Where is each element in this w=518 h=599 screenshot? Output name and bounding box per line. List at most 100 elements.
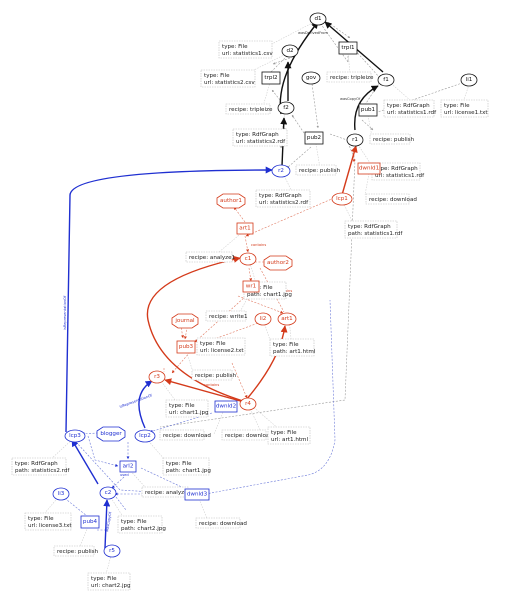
svg-text:li1: li1 xyxy=(466,77,473,83)
svg-text:dwnld3: dwnld3 xyxy=(187,492,208,498)
svg-text:url: statistics2.rdf: url: statistics2.rdf xyxy=(259,200,309,206)
solid-edges xyxy=(65,21,384,549)
node-author2: author2 xyxy=(263,255,293,271)
svg-text:type: RdfGraph: type: RdfGraph xyxy=(348,224,391,230)
svg-text:wr1: wr1 xyxy=(246,284,257,290)
svg-text:type: File: type: File xyxy=(28,516,54,522)
svg-text:author1: author1 xyxy=(220,198,242,204)
edge-label-wasDerivedFrom: wasDerivedFrom xyxy=(298,31,328,35)
note-arl2: recipe: analyze2 xyxy=(141,486,191,498)
black-nodes: d1 d2 trpl1 trpl2 gov f1 li1 f2 pub1 pub… xyxy=(261,12,478,147)
node-lcp3: lcp3 xyxy=(64,429,86,443)
node-wr1: wr1 xyxy=(242,280,260,293)
svg-text:type: File: type: File xyxy=(247,285,273,291)
dashed-red-edges xyxy=(163,148,356,399)
svg-text:url: chart1.jpg: url: chart1.jpg xyxy=(169,410,209,416)
svg-text:r2: r2 xyxy=(278,168,284,174)
svg-text:type: File: type: File xyxy=(271,430,297,436)
svg-text:author2: author2 xyxy=(267,260,289,266)
svg-text:type: RdfGraph: type: RdfGraph xyxy=(259,193,302,199)
svg-text:dwnld1: dwnld1 xyxy=(359,166,380,172)
svg-text:recipe: analyze1: recipe: analyze1 xyxy=(189,255,236,261)
svg-text:url: statistics2.rdf: url: statistics2.rdf xyxy=(236,139,286,145)
svg-text:f1: f1 xyxy=(383,77,389,83)
svg-text:li3: li3 xyxy=(58,491,65,497)
node-r3: r3 xyxy=(148,370,166,384)
svg-text:path: statistics2.rdf: path: statistics2.rdf xyxy=(15,468,70,474)
node-art1-recipe: art1 xyxy=(236,222,254,235)
edge-label-isRepresentationOf-lcp3: isRepresentationOf xyxy=(63,295,67,330)
node-r4: r4 xyxy=(239,397,257,411)
svg-text:pub1: pub1 xyxy=(361,107,376,113)
node-r2: r2 xyxy=(271,164,291,178)
svg-text:path: chart1.jpg: path: chart1.jpg xyxy=(166,468,211,474)
node-dwnld1: dwnld1 xyxy=(357,162,381,175)
svg-text:recipe: download: recipe: download xyxy=(225,433,273,439)
svg-text:c2: c2 xyxy=(105,490,112,496)
svg-text:url: chart2.jpg: url: chart2.jpg xyxy=(91,583,131,589)
svg-text:recipe: publish: recipe: publish xyxy=(57,549,99,555)
svg-text:d1: d1 xyxy=(314,16,322,22)
svg-text:url: statistics1.csv: url: statistics1.csv xyxy=(222,51,273,57)
svg-text:f2: f2 xyxy=(283,105,289,111)
edge-label-contains-3: contains xyxy=(204,383,219,387)
svg-text:dwnld2: dwnld2 xyxy=(216,404,236,410)
svg-text:recipe: tripleize: recipe: tripleize xyxy=(229,107,273,113)
node-pub1: pub1 xyxy=(358,103,378,117)
note-dwnld2b: recipe: download xyxy=(221,429,273,441)
note-dwnld3: recipe: download xyxy=(195,517,247,529)
svg-text:recipe: tripleize: recipe: tripleize xyxy=(330,75,374,81)
node-gov: gov xyxy=(301,71,321,85)
node-pub2: pub2 xyxy=(304,131,324,145)
svg-text:lcp3: lcp3 xyxy=(69,433,81,439)
note-pub3: recipe: publish xyxy=(191,369,237,381)
svg-text:path: chart1.jpg: path: chart1.jpg xyxy=(247,292,292,298)
svg-text:type: File: type: File xyxy=(169,403,195,409)
svg-text:gov: gov xyxy=(306,75,317,81)
svg-text:recipe: download: recipe: download xyxy=(369,197,417,203)
edge-label-wasCopyOf-r5: wasCopyOf xyxy=(105,511,113,532)
edge-labels: wasDerivedFrom wasCopyOf wasCopyOf isRep… xyxy=(63,31,361,532)
svg-text:lcp1: lcp1 xyxy=(336,196,348,202)
svg-text:type: File: type: File xyxy=(273,342,299,348)
svg-text:type: File: type: File xyxy=(444,103,470,109)
svg-text:path: art1.html: path: art1.html xyxy=(273,349,316,355)
svg-text:url: statistics1.rdf: url: statistics1.rdf xyxy=(387,110,437,116)
node-li3: li3 xyxy=(52,487,70,501)
svg-text:r1: r1 xyxy=(352,137,358,143)
node-trpl1: trpl1 xyxy=(338,41,358,55)
svg-text:li2: li2 xyxy=(260,316,267,322)
svg-text:d2: d2 xyxy=(286,48,293,54)
svg-text:url: license3.txt: url: license3.txt xyxy=(28,523,72,529)
svg-text:blogger: blogger xyxy=(100,431,122,437)
edge-label-used: used xyxy=(120,473,129,477)
node-arl2: arl2 xyxy=(119,460,137,473)
node-pub4: pub4 xyxy=(80,515,100,529)
node-author1: author1 xyxy=(216,193,246,209)
node-pub3: pub3 xyxy=(176,340,196,354)
svg-text:art1: art1 xyxy=(239,226,251,232)
svg-text:type: File: type: File xyxy=(91,576,117,582)
svg-text:trpl2: trpl2 xyxy=(264,75,277,81)
node-r5: r5 xyxy=(103,544,121,558)
note-boxes: type: File url: statistics1.csv type: Fil… xyxy=(11,40,488,591)
svg-text:type: File: type: File xyxy=(121,519,147,525)
svg-text:url: license1.txt: url: license1.txt xyxy=(444,110,488,116)
svg-text:recipe: publish: recipe: publish xyxy=(299,168,341,174)
svg-text:recipe: publish: recipe: publish xyxy=(195,373,237,379)
svg-text:r4: r4 xyxy=(245,401,251,407)
svg-text:pub3: pub3 xyxy=(179,344,194,350)
blue-nodes: r2 dwnld2 lcp3 blogger lcp2 arl2 dwnld3 … xyxy=(52,164,291,558)
edge-label-wasCopyOf-f1: wasCopyOf xyxy=(340,97,361,101)
svg-text:pub4: pub4 xyxy=(83,519,98,525)
svg-text:type: RdfGraph: type: RdfGraph xyxy=(236,132,279,138)
